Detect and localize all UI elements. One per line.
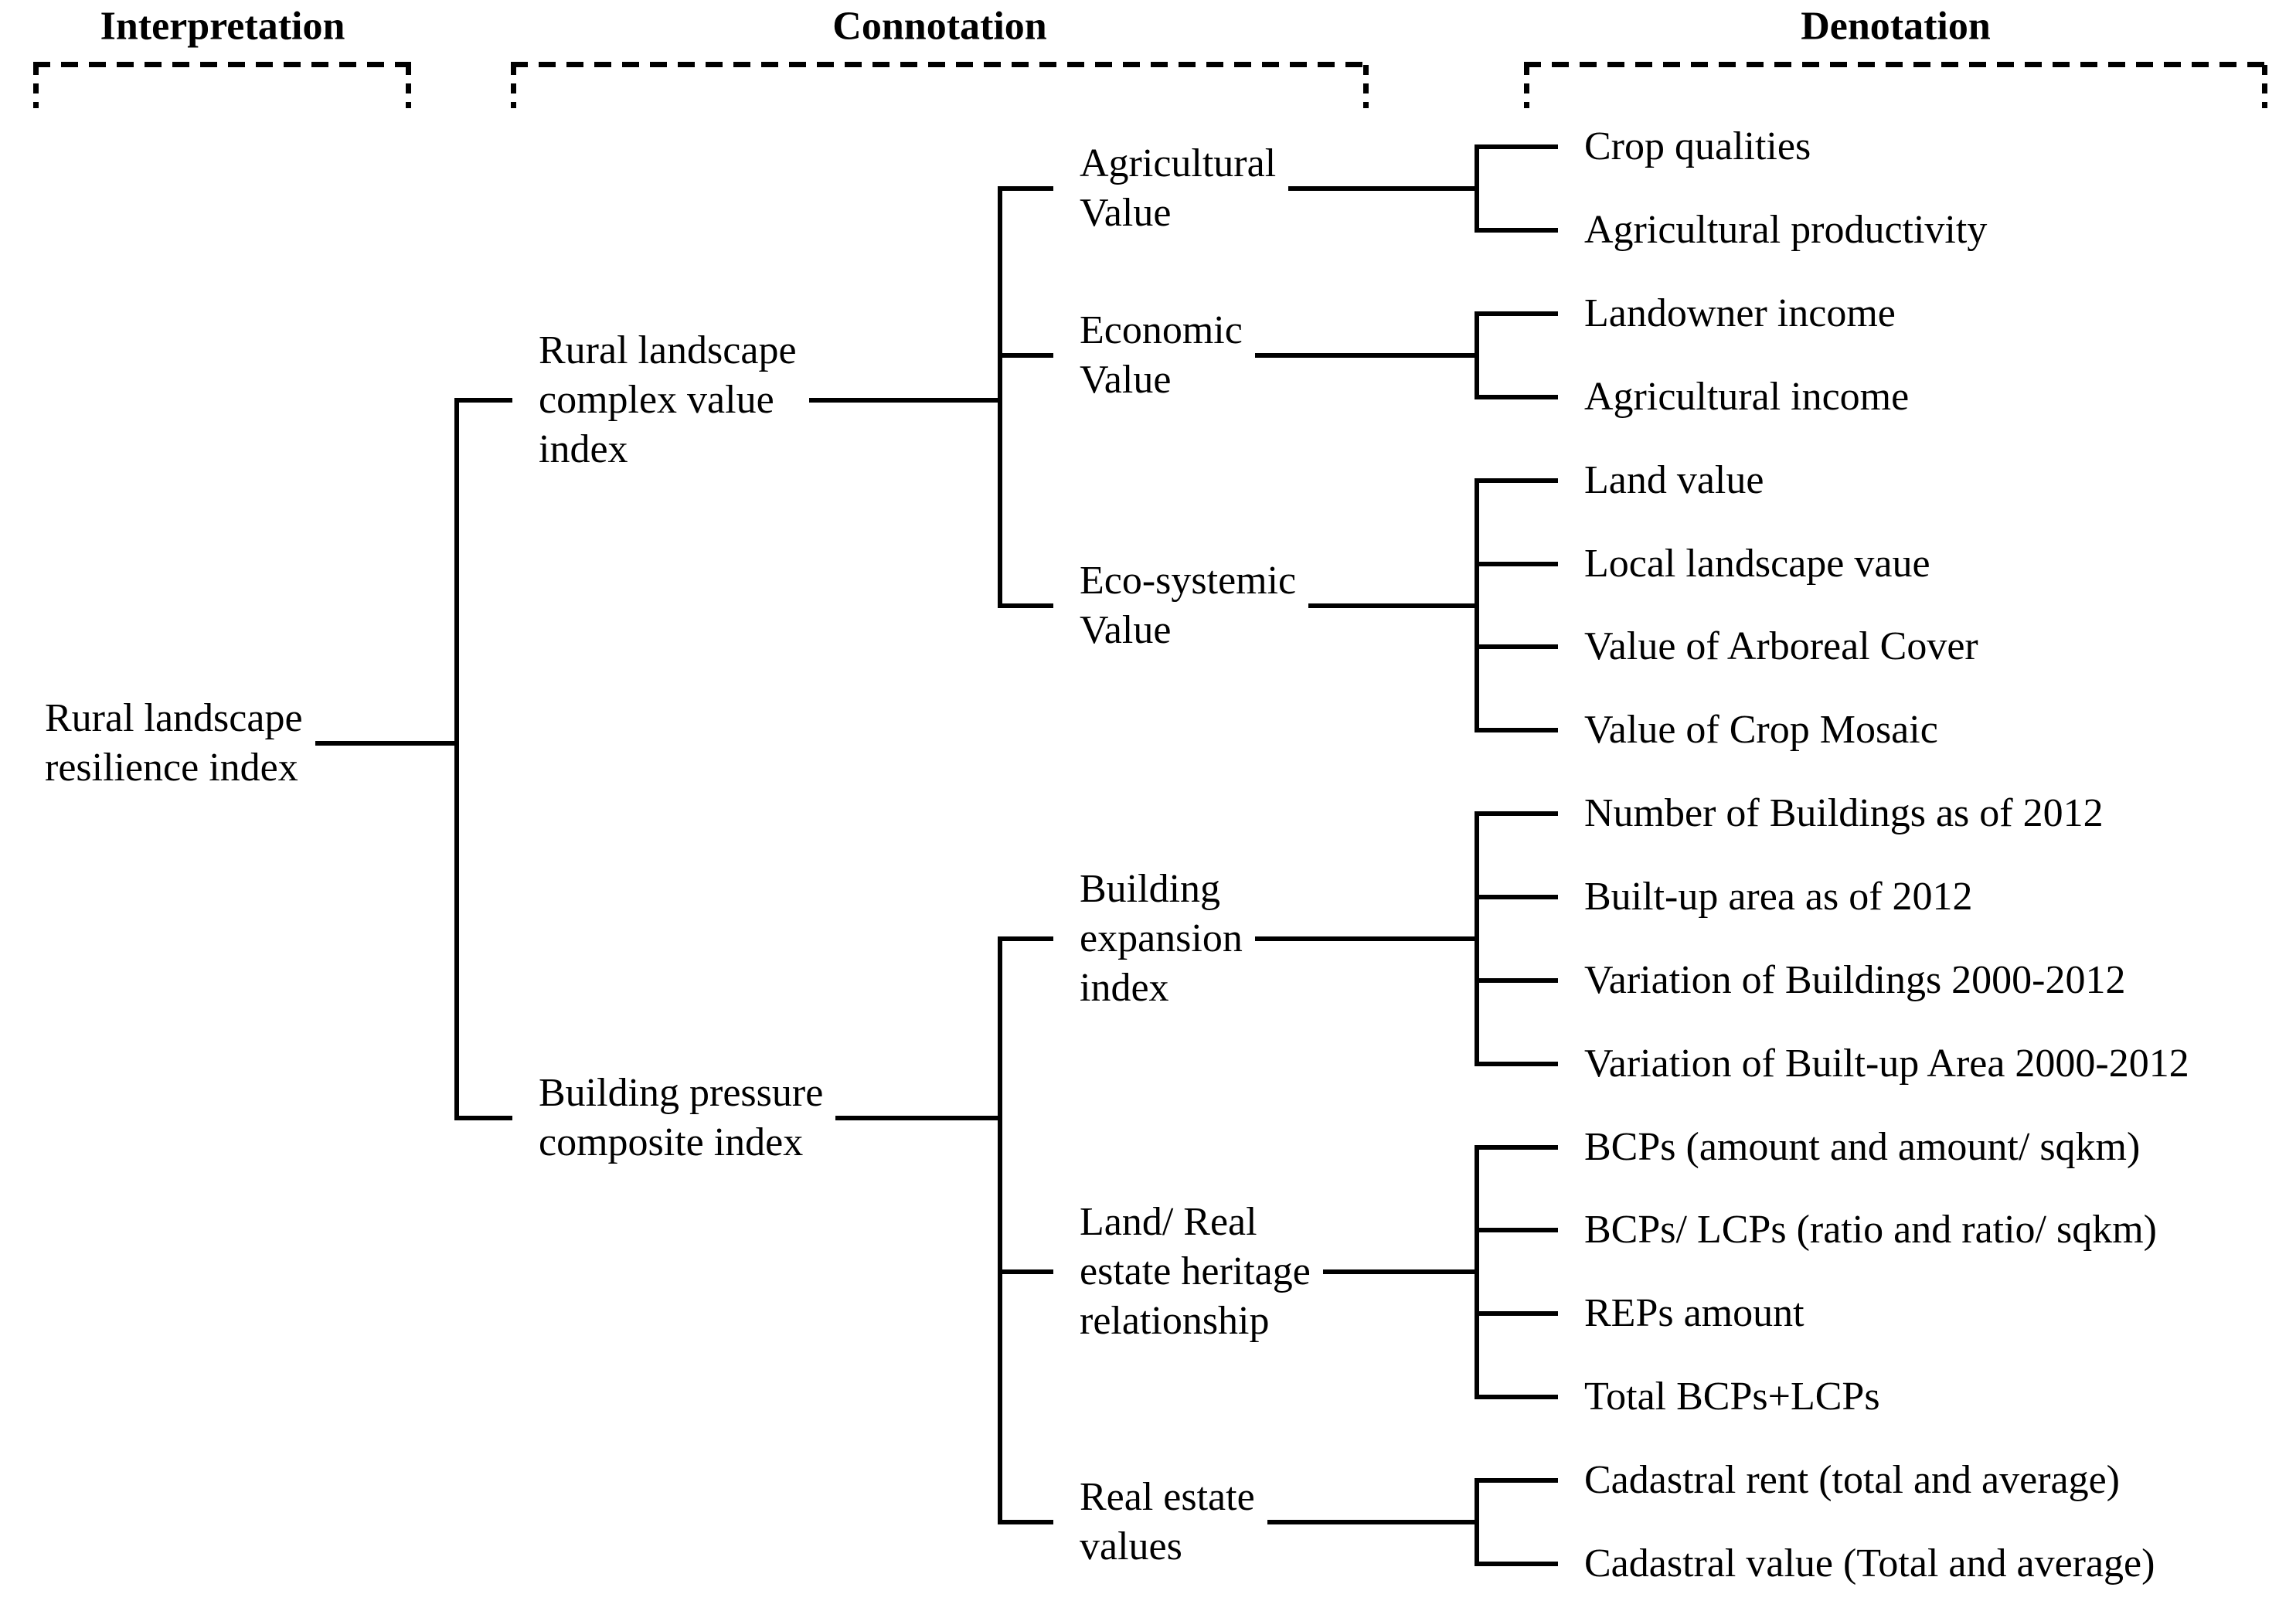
connector-line [1477,144,1558,149]
connector-line [457,1116,512,1120]
connector-line [1267,1520,1479,1524]
tree-leaf-cadastral-rent: Cadastral rent (total and average) [1584,1458,2120,1502]
bracket-top-dash [33,62,411,67]
connector-line [1477,1395,1558,1399]
bracket-top-dash [511,62,1369,67]
tree-node-economic-value: Economic Value [1080,308,1243,402]
connector-line [1000,603,1053,608]
tree-node-land-real-estate-heritage: Land/ Real estate heritage relationship [1080,1200,1311,1343]
connector-line [1254,353,1479,358]
interpretation-dashed-bracket [33,62,411,108]
connector-line [315,741,459,746]
tree-leaf-value-of-arboreal-cover: Value of Arboreal Cover [1584,624,1978,668]
connector-line [835,1116,1002,1120]
tree-node-real-estate-values: Real estate values [1080,1475,1255,1569]
tree-leaf-agricultural-income: Agricultural income [1584,375,1910,419]
column-header-denotation: Denotation [1801,4,1991,49]
tree-leaf-crop-qualities: Crop qualities [1584,124,1811,168]
connector-line [1477,1478,1558,1483]
connector-line [1000,1520,1053,1524]
connector-line [1475,1478,1479,1566]
tree-leaf-cadastral-value: Cadastral value (Total and average) [1584,1541,2155,1586]
connector-line [1477,644,1558,649]
connector-line [1475,478,1479,732]
connector-line [1477,811,1558,816]
connector-line [1477,228,1558,233]
bracket-top-dash [1524,62,2267,67]
tree-node-rural-landscape-complex-value-index: Rural landscape complex value index [539,328,797,471]
bracket-left-dash [33,65,39,108]
connector-line [1477,978,1558,983]
connector-line [1477,478,1558,483]
tree-leaf-built-up-area-2012: Built-up area as of 2012 [1584,875,1973,919]
denotation-dashed-bracket [1524,62,2267,108]
tree-node-building-pressure-composite-index: Building pressure composite index [539,1071,824,1164]
tree-leaf-number-of-buildings-2012: Number of Buildings as of 2012 [1584,791,2104,835]
connector-line [1477,728,1558,732]
connector-line [454,398,459,1120]
connector-line [1477,1062,1558,1066]
tree-leaf-value-of-crop-mosaic: Value of Crop Mosaic [1584,708,1938,752]
connector-line [1475,1145,1479,1399]
connector-line [1477,311,1558,316]
tree-node-agricultural-value: Agricultural Value [1080,141,1277,235]
bracket-left-dash [1524,65,1529,108]
tree-node-rural-landscape-resilience-index: Rural landscape resilience index [45,696,303,790]
tree-leaf-variation-buildings: Variation of Buildings 2000-2012 [1584,958,2126,1002]
bracket-left-dash [511,65,516,108]
tree-leaf-local-landscape-value: Local landscape vaue [1584,542,1930,586]
connector-line [1254,936,1479,941]
connector-line [1000,1269,1053,1274]
column-header-connotation: Connotation [832,4,1047,49]
connector-line [1475,811,1479,1066]
bracket-right-dash [406,65,411,108]
connector-line [1288,186,1479,191]
connector-line [1477,1562,1558,1566]
connector-line [1475,144,1479,233]
tree-leaf-variation-built-up-area: Variation of Built-up Area 2000-2012 [1584,1042,2189,1086]
tree-node-building-expansion-index: Building expansion index [1080,867,1243,1010]
connector-line [1000,353,1053,358]
connector-line [1477,1145,1558,1150]
tree-node-eco-systemic-value: Eco-systemic Value [1080,559,1297,652]
connector-line [1308,603,1479,608]
tree-leaf-agricultural-productivity: Agricultural productivity [1584,208,1988,252]
connector-line [808,398,1002,403]
bracket-right-dash [1363,65,1369,108]
connector-line [1477,1228,1558,1232]
connector-line [1477,1311,1558,1316]
connector-line [1000,186,1053,191]
connector-line [1477,895,1558,899]
column-header-interpretation: Interpretation [100,4,345,49]
connector-line [998,936,1002,1524]
tree-leaf-total-bcps-lcps: Total BCPs+LCPs [1584,1375,1880,1419]
tree-leaf-bcps-lcps-ratio: BCPs/ LCPs (ratio and ratio/ sqkm) [1584,1208,2157,1252]
tree-leaf-land-value: Land value [1584,458,1764,502]
connotation-dashed-bracket [511,62,1369,108]
connector-line [998,186,1002,608]
connector-line [1322,1269,1479,1274]
connector-line [1477,562,1558,566]
connector-line [1000,936,1053,941]
connector-line [1475,311,1479,399]
bracket-right-dash [2262,65,2267,108]
tree-leaf-bcps-amount: BCPs (amount and amount/ sqkm) [1584,1125,2141,1169]
tree-leaf-landowner-income: Landowner income [1584,291,1896,335]
tree-leaf-reps-amount: REPs amount [1584,1291,1804,1335]
connector-line [1477,395,1558,399]
connector-line [457,398,512,403]
